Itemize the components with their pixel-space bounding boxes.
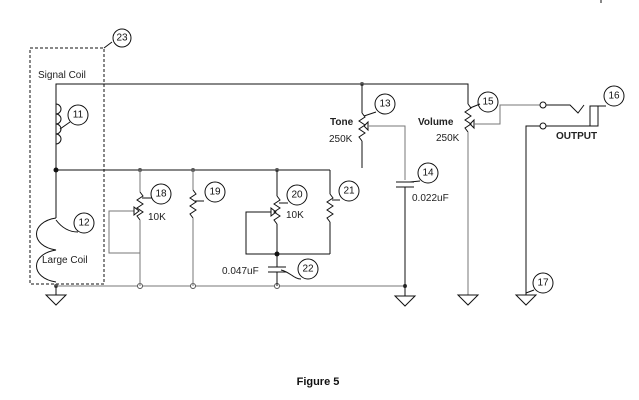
pickup-enclosure bbox=[29, 47, 105, 285]
callout-21: 21 bbox=[338, 180, 360, 202]
volume-label: Volume bbox=[418, 117, 454, 128]
volume-wiper-arrow bbox=[469, 118, 475, 130]
cap22-value: 0.047uF bbox=[222, 266, 259, 277]
volume-resistor bbox=[464, 103, 472, 133]
callout-11-text: 11 bbox=[73, 110, 84, 121]
output-ground-wire bbox=[525, 125, 540, 295]
callout-20-text: 20 bbox=[291, 190, 303, 201]
callout-22: 22 bbox=[297, 258, 319, 280]
volume-wiper-wire bbox=[474, 104, 540, 125]
leader-23 bbox=[103, 41, 113, 49]
volume-value: 250K bbox=[436, 133, 460, 144]
callout-18-text: 18 bbox=[155, 189, 167, 200]
callout-12: 12 bbox=[73, 212, 95, 234]
callout-21-text: 21 bbox=[343, 186, 355, 197]
leader-14 bbox=[409, 180, 421, 183]
output-label: OUTPUT bbox=[556, 131, 597, 142]
jack-sleeve-terminal bbox=[539, 122, 547, 130]
ground-symbol-1 bbox=[44, 294, 68, 306]
top-wire bbox=[55, 83, 469, 170]
callout-11: 11 bbox=[67, 104, 89, 126]
callout-23: 23 bbox=[112, 28, 132, 48]
callout-15: 15 bbox=[477, 91, 499, 113]
callout-17-text: 17 bbox=[537, 278, 549, 289]
leader-13 bbox=[363, 111, 377, 117]
ground-symbol-4 bbox=[514, 294, 538, 306]
leader-22 bbox=[280, 269, 302, 280]
callout-19: 19 bbox=[204, 181, 226, 203]
callout-20: 20 bbox=[286, 184, 308, 206]
pot20-wiper-arrow bbox=[270, 206, 277, 218]
pot20-value: 10K bbox=[286, 210, 304, 221]
pot20-wiper-loop bbox=[245, 211, 277, 255]
tone-wiper-wire bbox=[368, 125, 406, 180]
tone-resistor bbox=[358, 112, 366, 142]
signal-coil-inductor bbox=[55, 103, 62, 145]
tone-label: Tone bbox=[330, 117, 354, 128]
jack-sleeve bbox=[589, 105, 599, 127]
jack-tip-terminal bbox=[539, 101, 547, 109]
tone-value: 250K bbox=[329, 134, 353, 145]
leader-11 bbox=[59, 121, 71, 130]
callout-16-text: 16 bbox=[608, 91, 620, 102]
callout-12-text: 12 bbox=[78, 218, 90, 229]
signal-coil-label: Signal Coil bbox=[38, 70, 86, 81]
tone-wiper-arrow bbox=[363, 120, 369, 132]
pot18-resistor bbox=[136, 191, 144, 221]
callout-19-text: 19 bbox=[209, 187, 221, 198]
callout-22-text: 22 bbox=[302, 264, 314, 275]
ground-symbol-3 bbox=[456, 294, 480, 306]
pot20-resistor bbox=[273, 195, 281, 225]
large-coil-inductor bbox=[36, 217, 57, 283]
callout-13-text: 13 bbox=[379, 99, 391, 110]
pot18-value: 10K bbox=[148, 212, 166, 223]
ground-symbol-2 bbox=[393, 295, 417, 307]
callout-18: 18 bbox=[150, 183, 172, 205]
cap14-value: 0.022uF bbox=[412, 193, 449, 204]
pot18-wiper-loop bbox=[108, 210, 140, 254]
figure-caption: Figure 5 bbox=[297, 376, 340, 388]
callout-14: 14 bbox=[417, 162, 439, 184]
large-coil-label: Large Coil bbox=[42, 255, 88, 266]
callout-16: 16 bbox=[603, 85, 625, 107]
callout-13: 13 bbox=[374, 93, 396, 115]
leader-17 bbox=[525, 289, 535, 294]
pot18-wiper-arrow bbox=[133, 205, 140, 217]
callout-17: 17 bbox=[532, 272, 554, 294]
callout-15-text: 15 bbox=[482, 97, 494, 108]
res19-resistor bbox=[189, 189, 197, 219]
callout-23-text: 23 bbox=[116, 33, 128, 44]
res21-resistor bbox=[326, 193, 334, 223]
callout-14-text: 14 bbox=[422, 168, 434, 179]
leader-12 bbox=[55, 219, 79, 233]
jack-tip-spring bbox=[546, 104, 585, 114]
